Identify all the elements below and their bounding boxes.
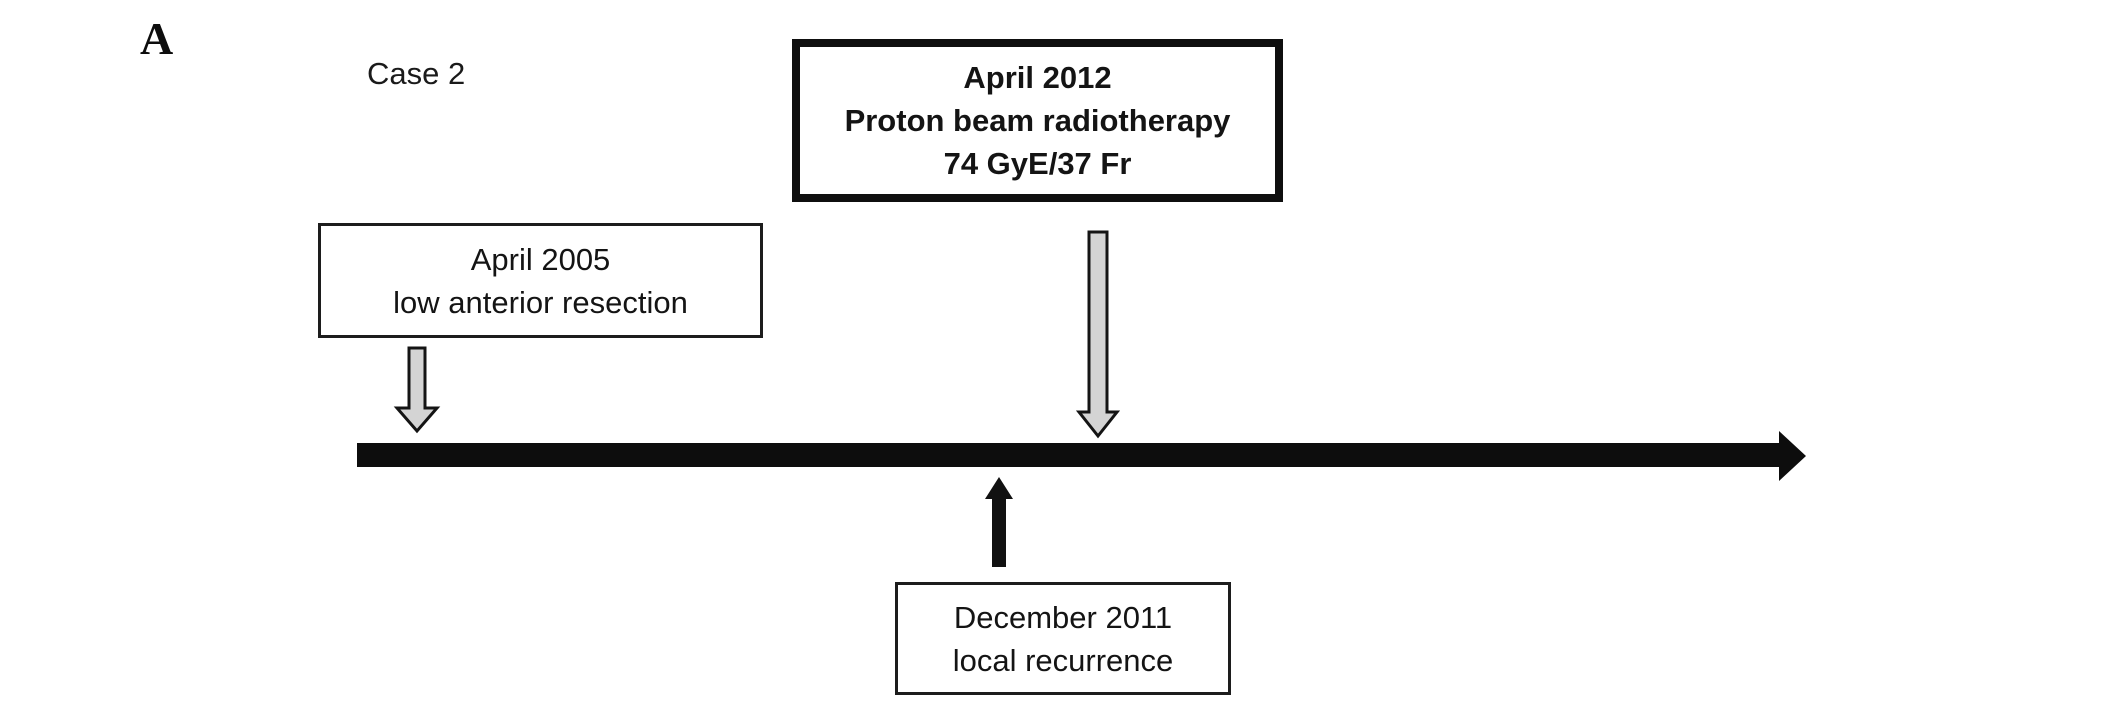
recurrence-event-box: December 2011 local recurrence — [895, 582, 1231, 695]
event-description: low anterior resection — [393, 284, 688, 320]
radiotherapy-down-arrow-icon — [1075, 230, 1121, 439]
surgery-event-box: April 2005 low anterior resection — [318, 223, 763, 338]
panel-label: A — [140, 13, 174, 64]
event-date: April 2005 — [470, 241, 611, 277]
case-label: Case 2 — [367, 56, 466, 91]
event-date: April 2012 — [963, 60, 1112, 95]
event-description: Proton beam radiotherapy — [844, 103, 1231, 138]
recurrence-up-arrow-icon — [985, 477, 1013, 567]
event-description: local recurrence — [952, 642, 1174, 678]
surgery-down-arrow-icon — [393, 346, 441, 434]
timeline-right-arrow-icon — [357, 431, 1806, 481]
event-dose: 74 GyE/37 Fr — [943, 146, 1132, 181]
event-date: December 2011 — [953, 599, 1173, 635]
radiotherapy-event-box: April 2012 Proton beam radiotherapy 74 G… — [792, 39, 1283, 202]
